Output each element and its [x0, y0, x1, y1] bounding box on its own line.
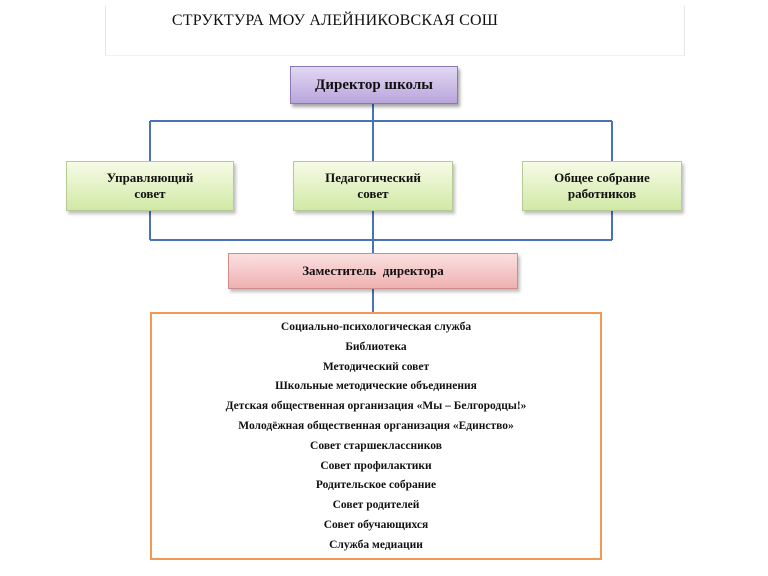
services-box: Социально-психологическая служба Библиот…	[150, 312, 602, 560]
council-management-box: Управляющий совет	[66, 161, 234, 211]
deputy-director-label: Заместитель директора	[302, 262, 444, 278]
title-panel	[105, 6, 685, 56]
service-item: Совет обучающихся	[323, 518, 429, 531]
service-item: Совет родителей	[332, 499, 420, 512]
service-item: Совет профилактики	[320, 459, 432, 472]
director-label: Директор школы	[315, 76, 433, 93]
service-item: Методический совет	[322, 360, 430, 373]
director-box: Директор школы	[290, 66, 458, 104]
service-item: Молодёжная общественная организация «Еди…	[238, 419, 514, 432]
service-item: Библиотека	[345, 340, 407, 353]
council-staff-label: Общее собрание работников	[554, 169, 650, 201]
service-item: Совет старшеклассников	[310, 439, 442, 452]
service-item: Школьные методические объединения	[275, 380, 477, 393]
service-item: Служба медиации	[329, 538, 423, 551]
deputy-director-box: Заместитель директора	[228, 253, 518, 289]
page-title: СТРУКТУРА МОУ АЛЕЙНИКОВСКАЯ СОШ	[171, 12, 499, 29]
council-management-label: Управляющий совет	[106, 169, 194, 201]
council-staff-box: Общее собрание работников	[522, 161, 682, 211]
service-item: Социально-психологическая служба	[280, 321, 472, 333]
council-pedagogical-box: Педагогический совет	[293, 161, 453, 211]
service-item: Детская общественная организация «Мы – Б…	[225, 400, 527, 413]
service-item: Родительское собрание	[315, 479, 437, 492]
council-pedagogical-label: Педагогический совет	[325, 169, 421, 201]
